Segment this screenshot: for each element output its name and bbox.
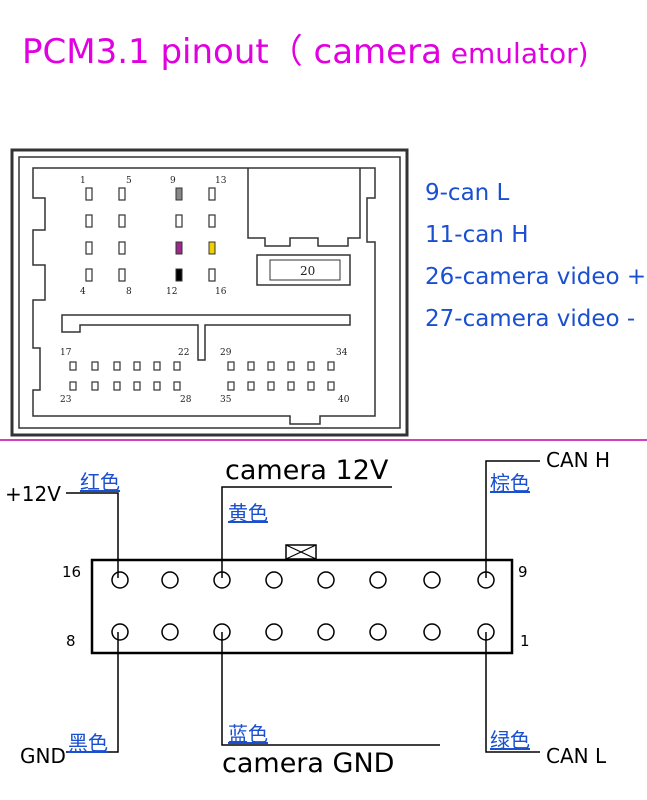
row-bottom-left-number: 8: [66, 632, 76, 650]
plug-wires: [66, 460, 540, 753]
pin-label-23: 23: [60, 395, 72, 405]
pin-9: [175, 187, 183, 201]
pin-label-28: 28: [180, 395, 192, 405]
pin-label-35: 35: [220, 395, 232, 405]
pin-12: [175, 268, 183, 282]
pin-label-12: 12: [166, 287, 178, 297]
title-sub: emulator): [441, 37, 589, 70]
pin-15: [208, 241, 216, 255]
pin-label-16: 16: [215, 287, 227, 297]
pin-label-1: 1: [80, 176, 86, 186]
connector-outer-frame: [10, 148, 409, 437]
pin-label-34: 34: [336, 348, 348, 358]
legend-pin9: 9-can L: [425, 180, 510, 206]
pin-label-8: 8: [126, 287, 132, 297]
pin-label-4: 4: [80, 287, 86, 297]
connector-body-outline: [32, 167, 376, 425]
housing-20: [247, 168, 361, 247]
red-wire-label: 红色: [80, 470, 120, 494]
can-h-label: CAN H: [546, 448, 611, 472]
plug-pins: [111, 571, 495, 641]
connector-inner-frame: [18, 156, 401, 429]
page-title: PCM3.1 pinout（ camera emulator): [22, 24, 589, 73]
title-main: PCM3.1 pinout（ camera: [22, 32, 442, 72]
plus12v-label: +12V: [5, 482, 61, 506]
yellow-wire-label: 黄色: [228, 501, 268, 525]
pin-label-13: 13: [215, 176, 227, 186]
pin-label-40: 40: [338, 395, 350, 405]
pin-group-1-8: [85, 187, 216, 282]
legend-pin26: 26-camera video +: [425, 264, 647, 290]
row-top-left-number: 16: [62, 563, 82, 581]
pin-label-29: 29: [220, 348, 232, 358]
pin-label-5: 5: [126, 176, 132, 186]
pin-label-22: 22: [178, 348, 190, 358]
pin-label-9: 9: [170, 176, 176, 186]
pin-group-17-40: [69, 361, 335, 391]
pin20-housing: [256, 254, 351, 286]
pin-11: [175, 241, 183, 255]
camera-gnd-label: camera GND: [222, 748, 395, 779]
gnd-label: GND: [20, 744, 66, 768]
connector-key-bar: [61, 314, 351, 361]
pin-label-17: 17: [60, 348, 72, 358]
green-wire-label: 绿色: [490, 728, 530, 752]
black-wire-label: 黑色: [68, 731, 108, 755]
pin-label-20: 20: [300, 264, 316, 278]
blue-wire-label: 蓝色: [228, 722, 268, 746]
camera-12v-label: camera 12V: [225, 455, 389, 486]
pin20-slot: [269, 259, 341, 281]
legend-pin11: 11-can H: [425, 222, 529, 248]
row-top-right-number: 9: [518, 563, 528, 581]
row-bottom-right-number: 1: [520, 632, 530, 650]
can-l-label: CAN L: [546, 744, 607, 768]
legend-pin27: 27-camera video -: [425, 306, 636, 332]
brown-wire-label: 棕色: [490, 471, 530, 495]
plug-body: [90, 558, 514, 655]
